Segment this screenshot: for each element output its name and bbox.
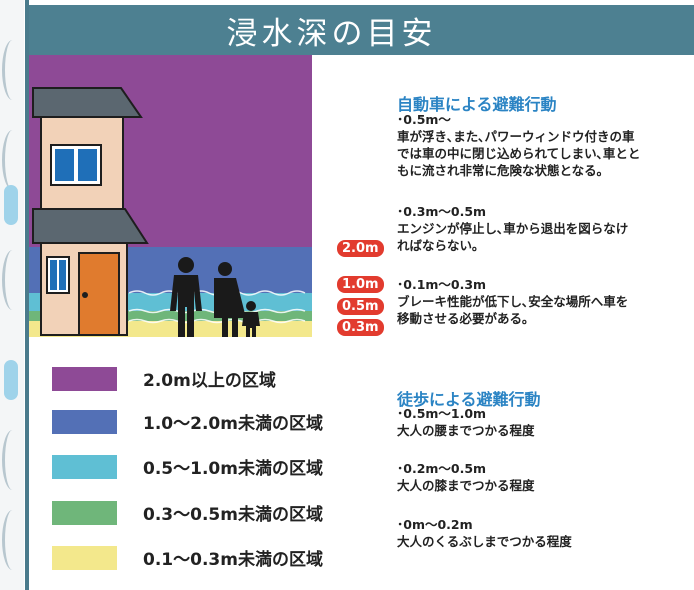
walking-entry: ･0m〜0.2m 大人のくるぶしまでつかる程度: [397, 516, 572, 550]
entry-description: 大人のくるぶしまでつかる程度: [397, 534, 572, 549]
depth-marker-2m: 2.0m: [337, 240, 384, 257]
entry-description: 大人の膝までつかる程度: [397, 478, 535, 493]
legend-item: 2.0m以上の区域: [52, 366, 276, 391]
legend-label: 2.0m以上の区域: [143, 371, 276, 391]
header-bar: 浸水深の目安: [29, 5, 694, 55]
legend-label: 0.1〜0.3m未満の区域: [143, 550, 323, 570]
walking-entry: ･0.5m〜1.0m 大人の腰までつかる程度: [397, 405, 535, 439]
entry-range: ･0.3m〜0.5m: [397, 204, 487, 219]
legend-label: 0.5〜1.0m未満の区域: [143, 459, 323, 479]
entry-range: ･0.5m〜1.0m: [397, 406, 487, 421]
wave-decoration: [2, 430, 23, 490]
entry-description: エンジンが停止し､車から退出を図らなけ ればならない｡: [397, 221, 629, 253]
entry-description: 大人の腰までつかる程度: [397, 423, 535, 438]
entry-range: ･0.2m〜0.5m: [397, 461, 487, 476]
legend-label: 1.0〜2.0m未満の区域: [143, 414, 323, 434]
depth-marker-05m: 0.5m: [337, 298, 384, 315]
vehicle-entry: ･0.3m〜0.5m エンジンが停止し､車から退出を図らなけ ればならない｡: [397, 203, 628, 254]
water-decoration: [4, 185, 18, 225]
wave-decoration: [2, 510, 23, 570]
legend-item: 0.3〜0.5m未満の区域: [52, 500, 323, 525]
legend-swatch: [52, 454, 117, 479]
wave-decoration: [2, 40, 23, 100]
vehicle-section-title: 自動車による避難行動: [397, 95, 557, 114]
page-title: 浸水深の目安: [226, 15, 437, 52]
frame-border: [25, 0, 29, 590]
flood-depth-illustration: [29, 55, 312, 338]
entry-range: ･0.1m〜0.3m: [397, 277, 487, 292]
wave-decoration: [2, 130, 23, 190]
depth-marker-03m: 0.3m: [337, 319, 384, 336]
legend-item: 0.1〜0.3m未満の区域: [52, 545, 323, 570]
legend-swatch: [52, 500, 117, 525]
house-icon: [32, 87, 149, 336]
walking-entry: ･0.2m〜0.5m 大人の膝までつかる程度: [397, 460, 535, 494]
entry-range: ･0.5m〜: [397, 112, 451, 127]
entry-description: ブレーキ性能が低下し､安全な場所へ車を 移動させる必要がある｡: [397, 294, 629, 326]
legend-item: 0.5〜1.0m未満の区域: [52, 454, 323, 479]
vehicle-entry: ･0.5m〜 車が浮き､また､パワーウィンドウ付きの車 では車の中に閉じ込められ…: [397, 111, 640, 179]
legend-label: 0.3〜0.5m未満の区域: [143, 505, 323, 525]
wave-decoration: [2, 250, 23, 310]
legend-item: 1.0〜2.0m未満の区域: [52, 409, 323, 434]
water-decoration: [4, 360, 18, 400]
house-flood-diagram: [29, 55, 312, 338]
band-03-05m: [29, 311, 312, 321]
entry-description: 車が浮き､また､パワーウィンドウ付きの車 では車の中に閉じ込められてしまい､車と…: [397, 129, 641, 178]
family-silhouette-icon: [170, 257, 260, 338]
depth-marker-1m: 1.0m: [337, 276, 384, 293]
walking-section-title: 徒歩による避難行動: [397, 390, 541, 409]
decorative-side-strip: [0, 0, 24, 590]
vehicle-entry: ･0.1m〜0.3m ブレーキ性能が低下し､安全な場所へ車を 移動させる必要があ…: [397, 276, 628, 327]
legend-swatch: [52, 409, 117, 434]
legend-swatch: [52, 366, 117, 391]
legend-swatch: [52, 545, 117, 570]
entry-range: ･0m〜0.2m: [397, 517, 473, 532]
